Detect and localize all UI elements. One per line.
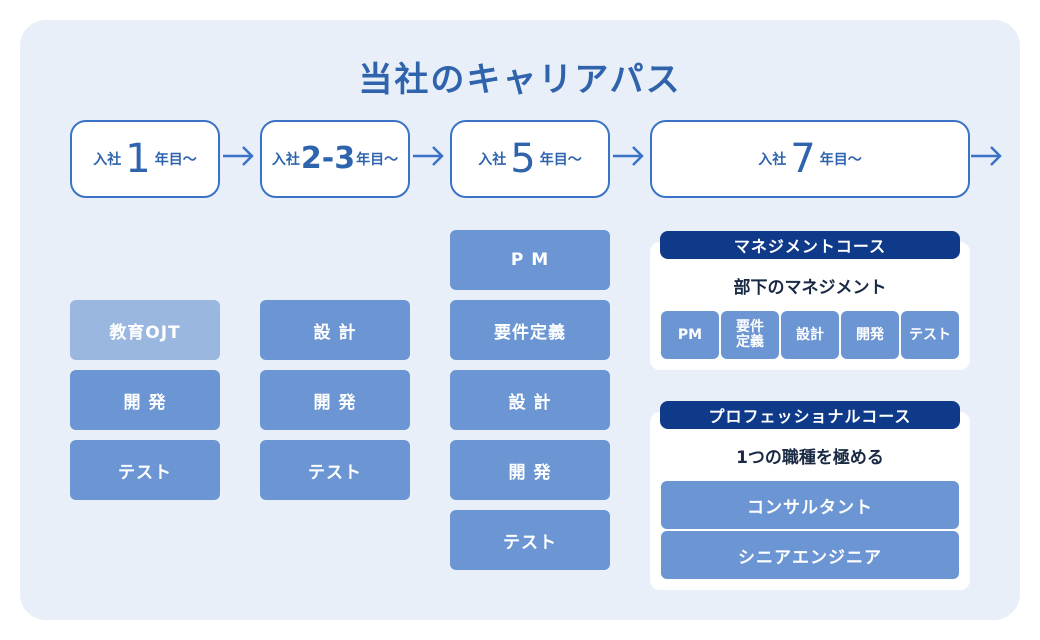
skill-box-test: テスト xyxy=(70,440,220,500)
stage-prefix: 入社 xyxy=(93,152,122,168)
stage-year-5: 入社 5 年目〜 xyxy=(450,120,610,198)
professional-item-consultant: コンサルタント xyxy=(661,481,959,529)
stage-suffix: 年目〜 xyxy=(356,152,399,168)
stage-number: 5 xyxy=(510,136,536,182)
skill-box-test: テスト xyxy=(450,510,610,570)
professional-item-senior-engineer: シニアエンジニア xyxy=(661,531,959,579)
stage-year-7: 入社 7 年目〜 xyxy=(650,120,970,198)
stage-prefix: 入社 xyxy=(758,152,787,168)
stage-number: 2-3 xyxy=(300,141,356,176)
management-item-development: 開発 xyxy=(841,311,899,359)
skill-box-design: 設 計 xyxy=(450,370,610,430)
skill-box-ojt: 教育OJT xyxy=(70,300,220,360)
arrow-right-icon xyxy=(971,146,1002,166)
skill-box-development: 開 発 xyxy=(450,440,610,500)
skill-box-development: 開 発 xyxy=(70,370,220,430)
stage-suffix: 年目〜 xyxy=(819,152,862,168)
stage-suffix: 年目〜 xyxy=(154,152,197,168)
management-item-test: テスト xyxy=(901,311,959,359)
arrow-right-icon xyxy=(223,146,254,166)
management-course-header: マネジメントコース xyxy=(660,231,960,259)
stage-prefix: 入社 xyxy=(478,152,507,168)
stage-suffix: 年目〜 xyxy=(539,152,582,168)
stage-prefix: 入社 xyxy=(271,152,300,168)
stage-number: 1 xyxy=(125,136,151,182)
page-title: 当社のキャリアパス xyxy=(358,60,682,100)
arrow-right-icon xyxy=(613,146,644,166)
management-item-design: 設計 xyxy=(781,311,839,359)
skill-box-pm: P M xyxy=(450,230,610,290)
professional-course-header: プロフェッショナルコース xyxy=(660,401,960,429)
professional-course-subtitle: 1つの職種を極める xyxy=(736,448,884,468)
arrow-right-icon xyxy=(413,146,444,166)
management-item-pm: PM xyxy=(661,311,719,359)
skill-box-development: 開 発 xyxy=(260,370,410,430)
management-item-requirements: 要件 定義 xyxy=(721,311,779,359)
stage-year-1: 入社 1 年目〜 xyxy=(70,120,220,198)
management-course-subtitle: 部下のマネジメント xyxy=(733,278,887,298)
skill-box-test: テスト xyxy=(260,440,410,500)
stage-number: 7 xyxy=(790,136,816,182)
stage-year-2-3: 入社 2-3 年目〜 xyxy=(260,120,410,198)
skill-box-requirements: 要件定義 xyxy=(450,300,610,360)
skill-box-design: 設 計 xyxy=(260,300,410,360)
